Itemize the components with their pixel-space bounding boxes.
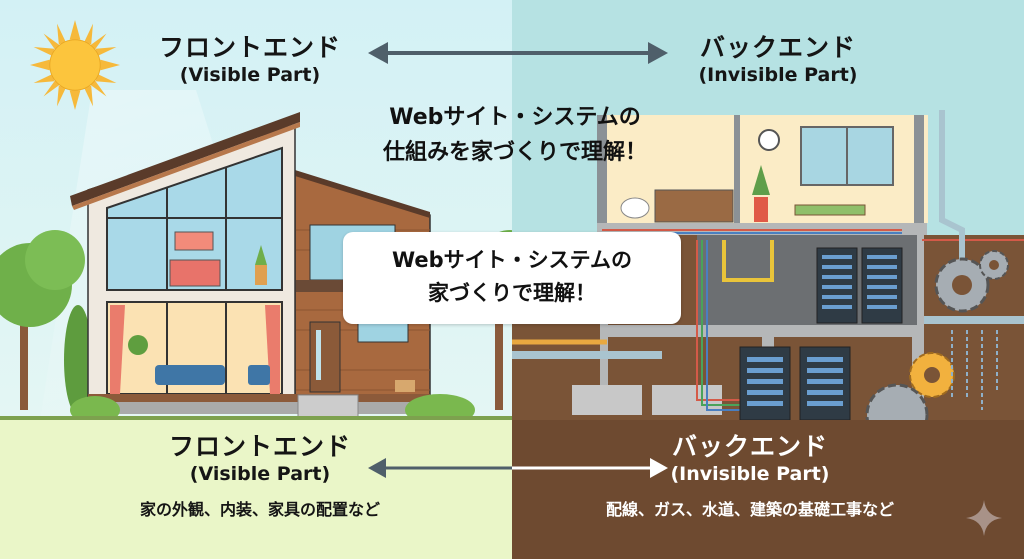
sun-icon xyxy=(30,20,120,110)
callout-line2: 家づくりで理解！ xyxy=(428,281,596,305)
frontend-caption-subtitle: (Visible Part) xyxy=(189,463,331,485)
server-rack-icon xyxy=(739,247,903,420)
gear-icon xyxy=(865,250,1009,420)
sparkle-icon xyxy=(966,500,1002,536)
tree-left xyxy=(0,230,92,415)
backend-caption: バックエンド (Invisible Part) 配線、ガス、水道、建築の基礎工事… xyxy=(600,432,900,520)
frontend-caption-panel xyxy=(0,418,512,559)
backend-caption-description: 配線、ガス、水道、建築の基礎工事など xyxy=(605,500,894,519)
backend-caption-panel xyxy=(512,420,1024,559)
double-arrow-icon xyxy=(368,42,668,64)
callout-line1: Webサイト・システムの xyxy=(391,248,633,272)
double-arrow-bottom-icon xyxy=(368,458,668,478)
backend-caption-title: バックエンド xyxy=(671,432,828,461)
backend-title: バックエンド xyxy=(699,33,856,62)
frontend-header-top: フロントエンド (Visible Part) xyxy=(140,33,360,87)
clock-icon xyxy=(758,129,780,151)
headline-line2: 仕組みを家づくりで理解！ xyxy=(382,140,647,165)
frontend-subtitle: (Visible Part) xyxy=(179,64,321,86)
frontend-caption-title: フロントエンド xyxy=(168,432,351,461)
frontend-title: フロントエンド xyxy=(158,33,341,62)
backend-caption-subtitle: (Invisible Part) xyxy=(670,463,830,485)
center-callout: Webサイト・システムの 家づくりで理解！ xyxy=(343,232,681,324)
backend-subtitle: (Invisible Part) xyxy=(698,64,858,86)
backend-infrastructure-illustration xyxy=(512,110,1024,420)
frontend-caption-description: 家の外観、内装、家具の配置など xyxy=(139,500,380,519)
headline-line1: Webサイト・システムの xyxy=(389,105,641,130)
grass-line xyxy=(0,416,512,420)
backend-header-top: バックエンド (Invisible Part) xyxy=(668,33,888,87)
headline: Webサイト・システムの 仕組みを家づくりで理解！ xyxy=(355,100,675,170)
frontend-caption: フロントエンド (Visible Part) 家の外観、内装、家具の配置など xyxy=(110,432,410,520)
